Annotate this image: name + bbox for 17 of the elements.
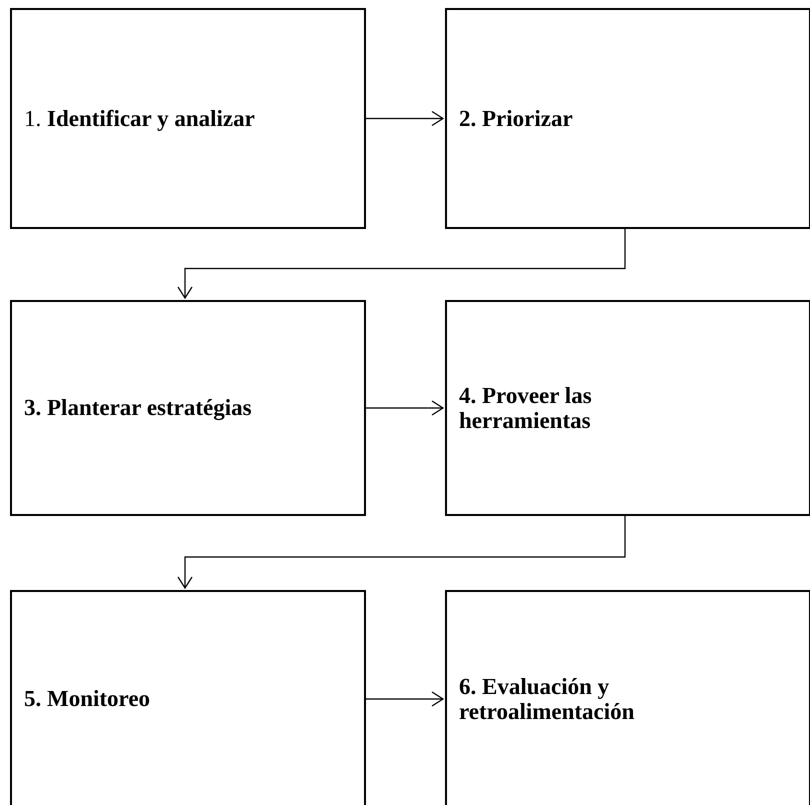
step-label: 4. Proveer las herramientas — [459, 382, 593, 434]
process-box — [10, 8, 366, 229]
arrow — [177, 516, 626, 589]
process-box — [445, 300, 810, 516]
arrow — [366, 400, 444, 416]
process-box — [10, 590, 366, 805]
arrow — [366, 110, 444, 126]
arrow — [366, 691, 444, 707]
process-box — [445, 8, 810, 229]
step-label: 5. Monitoreo — [24, 686, 150, 712]
step-label: 3. Planterar estratégias — [24, 395, 252, 421]
step-label: 1. Identificar y analizar — [24, 106, 255, 132]
process-box — [10, 300, 366, 516]
arrow — [177, 229, 626, 299]
step-label: 2. Priorizar — [459, 106, 573, 132]
step-label: 6. Evaluación y retroalimentación — [459, 674, 636, 724]
process-box — [445, 590, 810, 805]
